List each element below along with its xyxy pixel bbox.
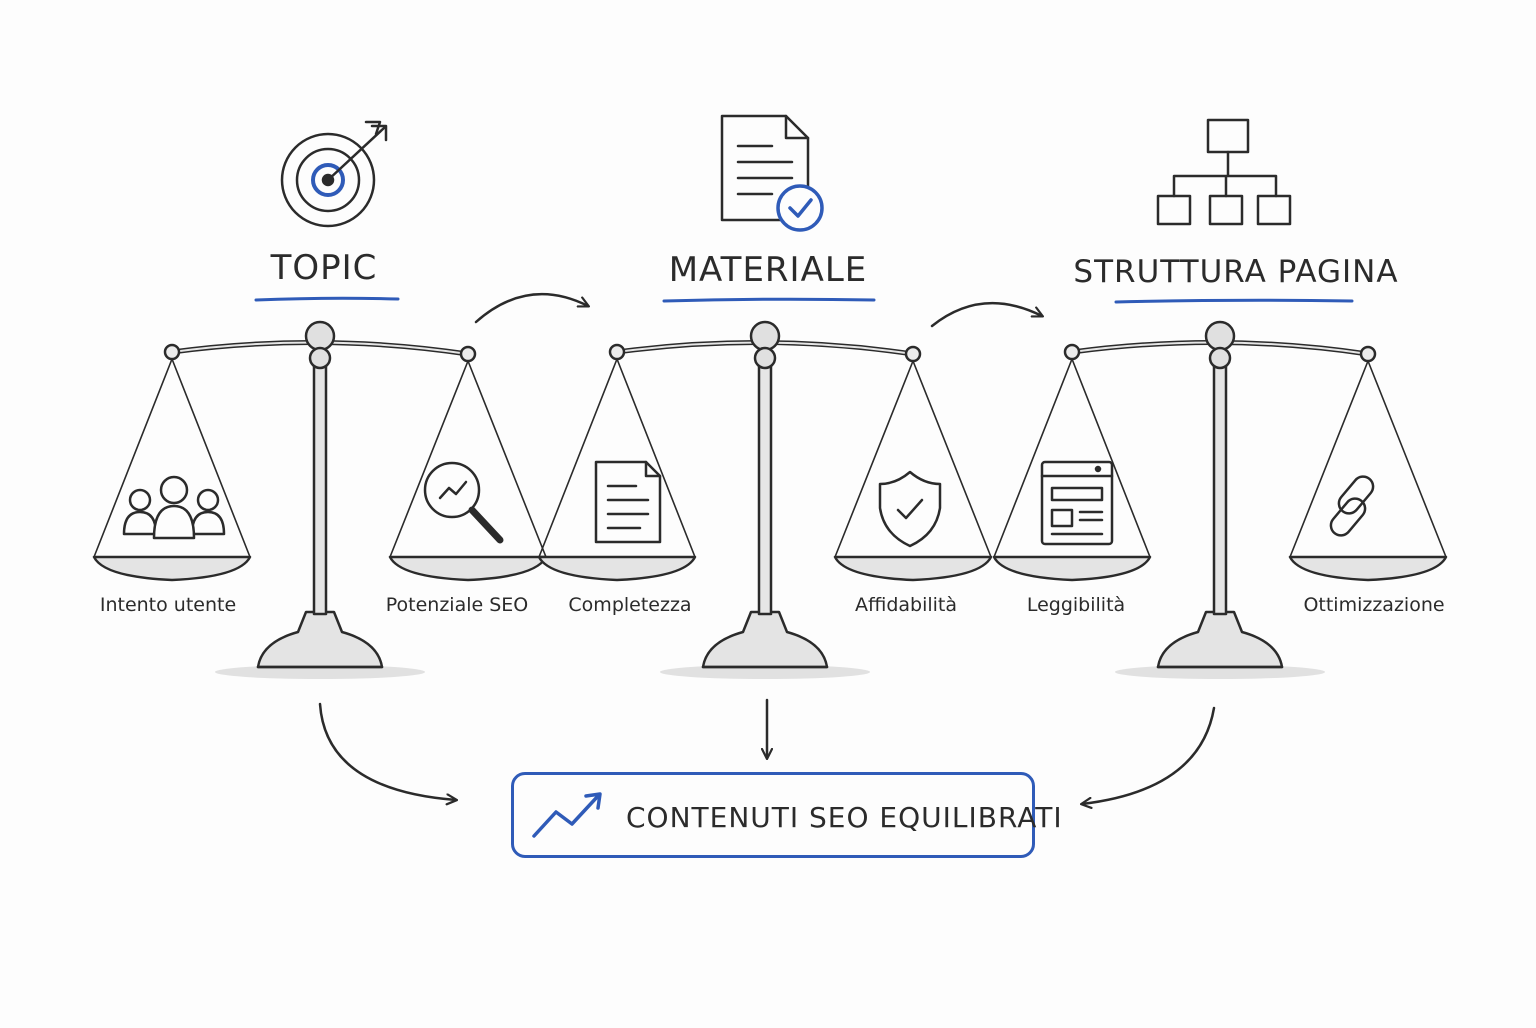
arrow-topic-to-result (318, 702, 456, 800)
webpage-layout-icon (1040, 460, 1114, 546)
underline-struttura (1114, 298, 1354, 304)
arrow-struttura-to-result (1082, 706, 1216, 804)
label-leggibilita: Leggibilità (1026, 594, 1126, 616)
result-box (511, 772, 1035, 858)
arrow-materiale-to-struttura (930, 301, 1042, 328)
balance-scale-materiale (539, 322, 991, 679)
label-ottimizzazione: Ottimizzazione (1303, 594, 1445, 616)
label-intento-utente: Intento utente (99, 594, 237, 616)
stage-title-topic: TOPIC (270, 248, 378, 288)
document-icon (594, 460, 662, 544)
label-potenziale-seo: Potenziale SEO (385, 594, 529, 616)
underline-materiale (662, 297, 876, 303)
shield-check-icon (878, 470, 942, 548)
magnifier-chart-icon (423, 461, 504, 544)
label-completezza: Completezza (568, 594, 692, 616)
document-check-icon (720, 114, 824, 232)
result-label: CONTENUTI SEO EQUILIBRATI (626, 801, 1063, 834)
label-affidabilita: Affidabilità (854, 594, 958, 616)
hierarchy-icon (1156, 118, 1292, 226)
stage-title-materiale: MATERIALE (668, 250, 868, 290)
underline-topic (254, 296, 400, 302)
arrow-topic-to-materiale (474, 292, 588, 324)
trend-up-icon (532, 792, 602, 838)
chain-link-icon (1329, 475, 1375, 537)
users-icon (122, 475, 226, 540)
target-icon (280, 120, 388, 228)
stage-title-struttura: STRUTTURA PAGINA (1073, 254, 1399, 290)
